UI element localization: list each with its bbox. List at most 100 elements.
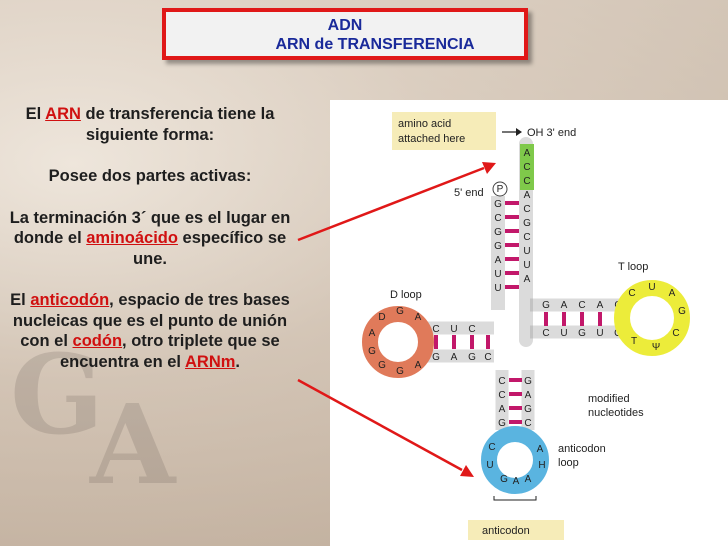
svg-text:C: C xyxy=(523,176,530,187)
svg-text:C: C xyxy=(523,232,530,243)
d-loop-ring xyxy=(362,306,434,378)
svg-text:A: A xyxy=(537,444,544,455)
svg-text:G: G xyxy=(494,199,502,210)
text: , otro triplete que se encuentra en el xyxy=(59,332,280,371)
svg-text:G: G xyxy=(542,300,550,311)
d-stem-strands xyxy=(420,321,494,363)
svg-text:C: C xyxy=(498,390,505,401)
svg-text:U: U xyxy=(523,246,530,257)
svg-text:A: A xyxy=(524,274,531,285)
svg-text:A: A xyxy=(513,476,520,487)
svg-text:C: C xyxy=(672,328,679,339)
anticodon-bracket xyxy=(493,496,537,501)
text: El xyxy=(25,105,42,123)
svg-text:U: U xyxy=(596,328,603,339)
svg-text:U: U xyxy=(450,324,457,335)
paragraph-2: Posee dos partes activas: xyxy=(48,167,252,185)
anticodon-label: anticodon xyxy=(482,525,530,537)
ac-stem-strands xyxy=(495,370,535,430)
svg-text:G: G xyxy=(524,376,532,387)
svg-text:T: T xyxy=(631,336,637,347)
five-end-label: 5' end xyxy=(454,187,484,199)
svg-text:H: H xyxy=(538,460,545,471)
svg-text:G: G xyxy=(524,404,532,415)
svg-text:A: A xyxy=(524,148,531,159)
text: específico se une. xyxy=(133,229,287,268)
svg-text:A: A xyxy=(561,300,568,311)
t-stem-pairs xyxy=(544,312,620,326)
svg-text:G: G xyxy=(494,241,502,252)
t-loop-nucleotides: C U A G C Ψ T xyxy=(628,282,686,353)
acceptor-green-segment xyxy=(520,144,534,190)
anticodon-loop-nucleotides: C U G A A A H xyxy=(486,442,545,487)
svg-text:A: A xyxy=(415,312,422,323)
svg-text:C: C xyxy=(484,352,491,363)
modified-label-2: nucleotides xyxy=(588,407,644,419)
amino-label-box xyxy=(392,112,496,150)
highlight-arnm: ARNm xyxy=(185,352,236,371)
svg-text:C: C xyxy=(523,204,530,215)
svg-text:G: G xyxy=(396,306,404,317)
arrowhead-icon xyxy=(516,128,522,136)
highlight-arn: ARN xyxy=(45,105,81,123)
svg-text:D: D xyxy=(378,312,385,323)
svg-text:U: U xyxy=(494,283,501,294)
svg-text:A: A xyxy=(495,255,502,266)
amino-label-2: attached here xyxy=(398,133,465,145)
svg-text:C: C xyxy=(524,418,531,429)
svg-text:G: G xyxy=(396,366,404,377)
svg-text:U: U xyxy=(486,460,493,471)
svg-text:C: C xyxy=(578,300,585,311)
d-loop-nucleotides: A G D A G G G A xyxy=(368,306,422,377)
svg-text:A: A xyxy=(525,474,532,485)
svg-text:G: G xyxy=(500,474,508,485)
svg-text:A: A xyxy=(524,190,531,201)
description-text: El ARN de transferencia tiene la siguien… xyxy=(0,104,300,372)
background-decoration: G xyxy=(10,330,104,459)
t-stem-strands xyxy=(530,298,630,339)
svg-text:G: G xyxy=(678,306,686,317)
d-stem-bottom-nucleotides: G A G C xyxy=(432,352,492,363)
svg-text:U: U xyxy=(560,328,567,339)
svg-text:G: G xyxy=(378,360,386,371)
svg-text:C: C xyxy=(488,442,495,453)
d-stem-pairs xyxy=(434,335,490,349)
highlight-aminoacido: aminoácido xyxy=(86,229,178,247)
acceptor-left-nucleotides: G C G G A U U xyxy=(494,199,502,294)
paragraph-4: El anticodón, espacio de tres bases nucl… xyxy=(0,290,300,372)
title-line-2: ARN de TRANSFERENCIA xyxy=(275,36,475,53)
acceptor-right-nucleotides: A C C A C G C U U A xyxy=(523,148,531,285)
text: . xyxy=(235,352,241,371)
title-box: ADN ARN de TRANSFERENCIA xyxy=(162,8,528,60)
svg-text:Ψ: Ψ xyxy=(652,342,660,353)
t-loop-ring xyxy=(614,280,690,356)
svg-text:G: G xyxy=(523,218,531,229)
text: La terminación 3´ que es el lugar en don… xyxy=(9,208,291,248)
text: de transferencia tiene la siguiente form… xyxy=(85,105,275,144)
svg-text:A: A xyxy=(451,352,458,363)
phosphate-label: P xyxy=(497,184,504,195)
title-line-1: ADN xyxy=(327,17,363,34)
svg-text:C: C xyxy=(523,162,530,173)
svg-text:A: A xyxy=(369,328,376,339)
background-decoration: A xyxy=(90,380,176,509)
svg-text:G: G xyxy=(498,418,506,429)
svg-text:A: A xyxy=(499,404,506,415)
svg-text:G: G xyxy=(494,227,502,238)
d-loop-label: D loop xyxy=(390,289,422,301)
paragraph-3: La terminación 3´ que es el lugar en don… xyxy=(0,208,300,270)
svg-text:C: C xyxy=(432,324,439,335)
svg-text:U: U xyxy=(648,282,655,293)
highlight-anticodon: anticodón xyxy=(30,291,110,309)
anticodon-loop-ring xyxy=(481,426,549,494)
highlight-codon: codón xyxy=(72,332,123,350)
trna-diagram: amino acid attached here OH 3' end 5' en… xyxy=(330,100,728,546)
anticodon-loop-label-1: anticodon xyxy=(558,443,606,455)
oh-3-end-label: OH 3' end xyxy=(527,127,576,139)
ac-stem-pairs xyxy=(509,378,522,424)
text: , espacio de tres bases nucleicas que es… xyxy=(12,291,290,350)
anticodon-label-box xyxy=(468,520,564,540)
text: El xyxy=(10,291,26,309)
svg-text:C: C xyxy=(628,288,635,299)
svg-text:G: G xyxy=(368,346,376,357)
